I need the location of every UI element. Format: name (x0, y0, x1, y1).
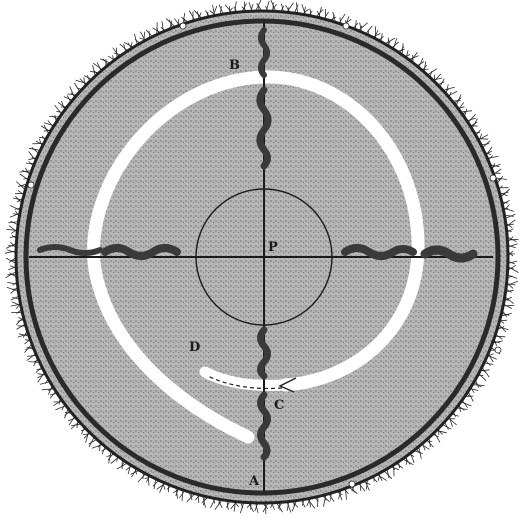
label-p: P (268, 240, 278, 255)
label-a: A (248, 474, 260, 489)
label-b: B (229, 58, 240, 73)
label-c: C (274, 398, 284, 413)
label-d: D (189, 340, 200, 355)
